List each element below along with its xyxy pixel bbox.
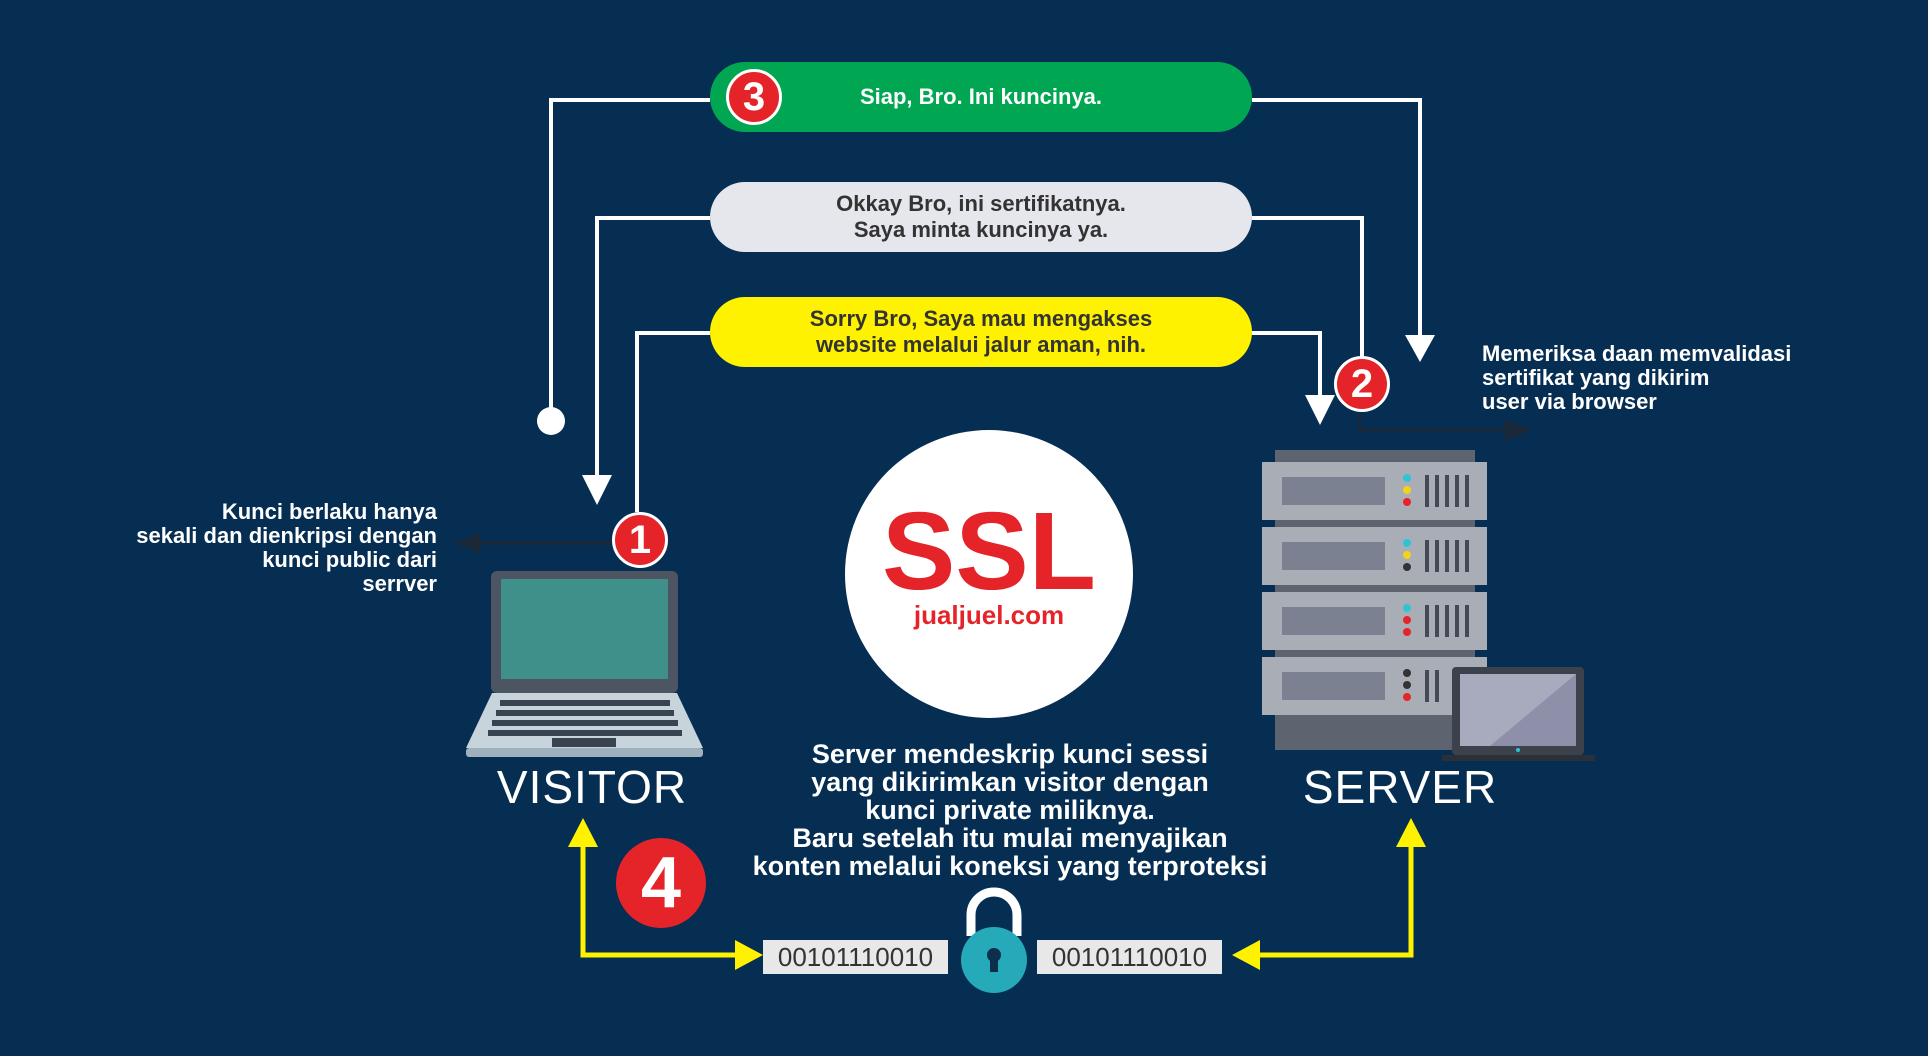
note-pointer-server xyxy=(1358,408,1532,440)
center-note-line4: Baru setelah itu mulai menyajikan xyxy=(792,823,1228,853)
visitor-note-line3: kunci public dari xyxy=(262,547,437,572)
server-rack-icon xyxy=(1262,450,1487,750)
binary-left: 00101110010 xyxy=(763,940,948,974)
server-note-line1: Memeriksa daan memvalidasi xyxy=(1482,341,1792,366)
center-note-line1: Server mendeskrip kunci sessi xyxy=(811,739,1209,769)
server-label: SERVER xyxy=(1302,761,1498,813)
visitor-note-line4: serrver xyxy=(362,571,437,596)
connector-start-dot xyxy=(537,407,565,435)
center-note-line2: yang dikirimkan visitor dengan xyxy=(811,767,1209,797)
visitor-note-line2: sekali dan dienkripsi dengan xyxy=(136,523,437,548)
monitor-icon xyxy=(1442,667,1595,761)
server-note-line3: user via browser xyxy=(1482,389,1657,414)
message-step2-line2: Saya minta kuncinya ya. xyxy=(853,217,1109,242)
ssl-site: jualjuel.com xyxy=(913,600,1065,630)
badge-step4: 4 xyxy=(616,838,706,928)
message-step1-line2: website melalui jalur aman, nih. xyxy=(815,332,1147,357)
connector-step3 xyxy=(537,98,1435,435)
badge-step3: 3 xyxy=(726,69,782,125)
connector-step2 xyxy=(582,216,1364,505)
connector-step1 xyxy=(635,331,1335,512)
center-note-line5: konten melalui koneksi yang terproteksi xyxy=(752,851,1268,881)
visitor-note-line1: Kunci berlaku hanya xyxy=(221,499,437,524)
message-step3: Siap, Bro. Ini kuncinya. xyxy=(710,62,1252,132)
status-leds xyxy=(1403,474,1411,701)
message-step3-text: Siap, Bro. Ini kuncinya. xyxy=(859,84,1103,109)
server-note: Memeriksa daan memvalidasi sertifikat ya… xyxy=(1482,342,1791,414)
message-step1-line1: Sorry Bro, Saya mau mengakses xyxy=(809,306,1153,331)
visitor-label: VISITOR xyxy=(496,761,688,813)
center-note: Server mendeskrip kunci sessi yang dikir… xyxy=(690,740,1330,880)
message-step2: Okkay Bro, ini sertifikatnya. Saya minta… xyxy=(710,182,1252,252)
badge-step1: 1 xyxy=(612,512,668,568)
message-step2-line1: Okkay Bro, ini sertifikatnya. xyxy=(836,191,1126,216)
laptop-icon xyxy=(466,571,703,757)
visitor-note: Kunci berlaku hanya sekali dan dienkrips… xyxy=(100,500,437,596)
ssl-title: SSL xyxy=(882,490,1096,613)
padlock-icon xyxy=(961,887,1027,993)
connector-step4 xyxy=(568,818,1426,970)
badge-step2: 2 xyxy=(1334,356,1390,412)
binary-right: 00101110010 xyxy=(1037,940,1222,974)
note-pointer-visitor xyxy=(455,533,620,553)
server-note-line2: sertifikat yang dikirim xyxy=(1482,365,1710,390)
center-note-line3: kunci private miliknya. xyxy=(865,795,1155,825)
message-step1: Sorry Bro, Saya mau mengakses website me… xyxy=(710,297,1252,367)
ssl-logo: SSL jualjuel.com xyxy=(845,430,1133,718)
